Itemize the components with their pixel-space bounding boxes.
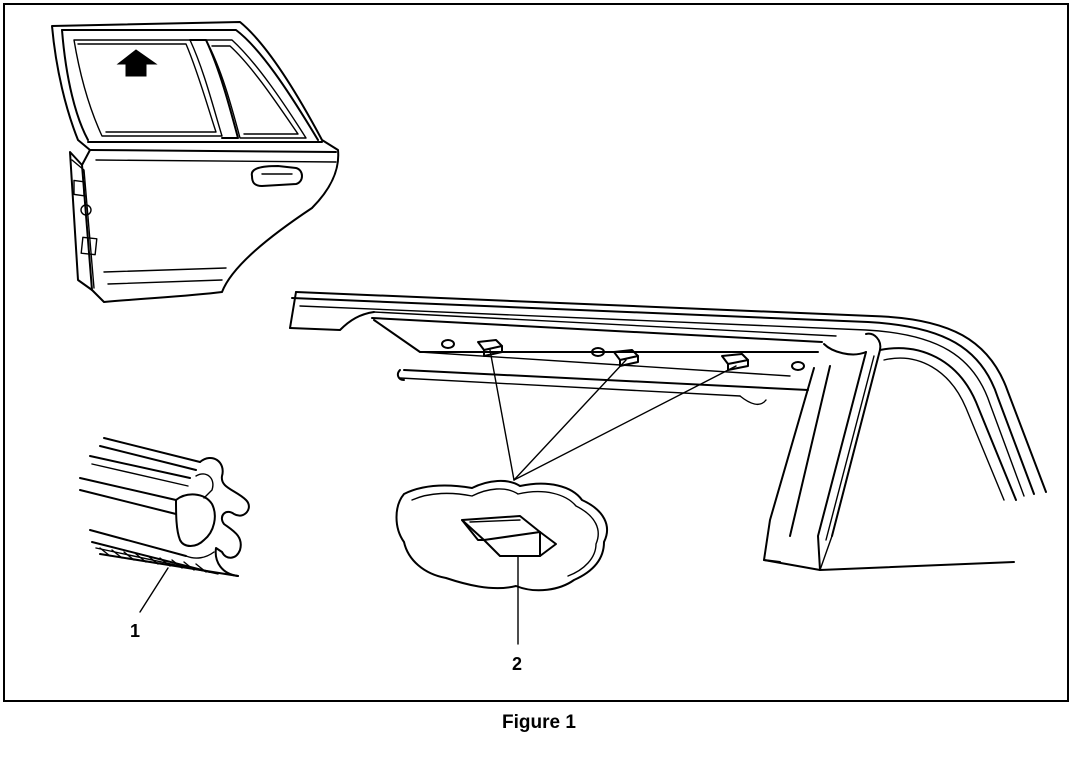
clip-detail xyxy=(395,480,609,592)
door-frame-molding xyxy=(289,291,1047,571)
callout-1-leader xyxy=(139,567,169,613)
callout-1-label: 1 xyxy=(130,621,140,641)
up-arrow-icon xyxy=(116,49,158,77)
figure-caption: Figure 1 xyxy=(502,712,576,733)
callout-2-label: 2 xyxy=(512,654,522,674)
rear-door-illustration xyxy=(51,21,340,303)
weatherstrip-section-detail xyxy=(79,437,250,577)
callout-2-leaders xyxy=(489,349,737,481)
figure-border xyxy=(3,3,1069,702)
